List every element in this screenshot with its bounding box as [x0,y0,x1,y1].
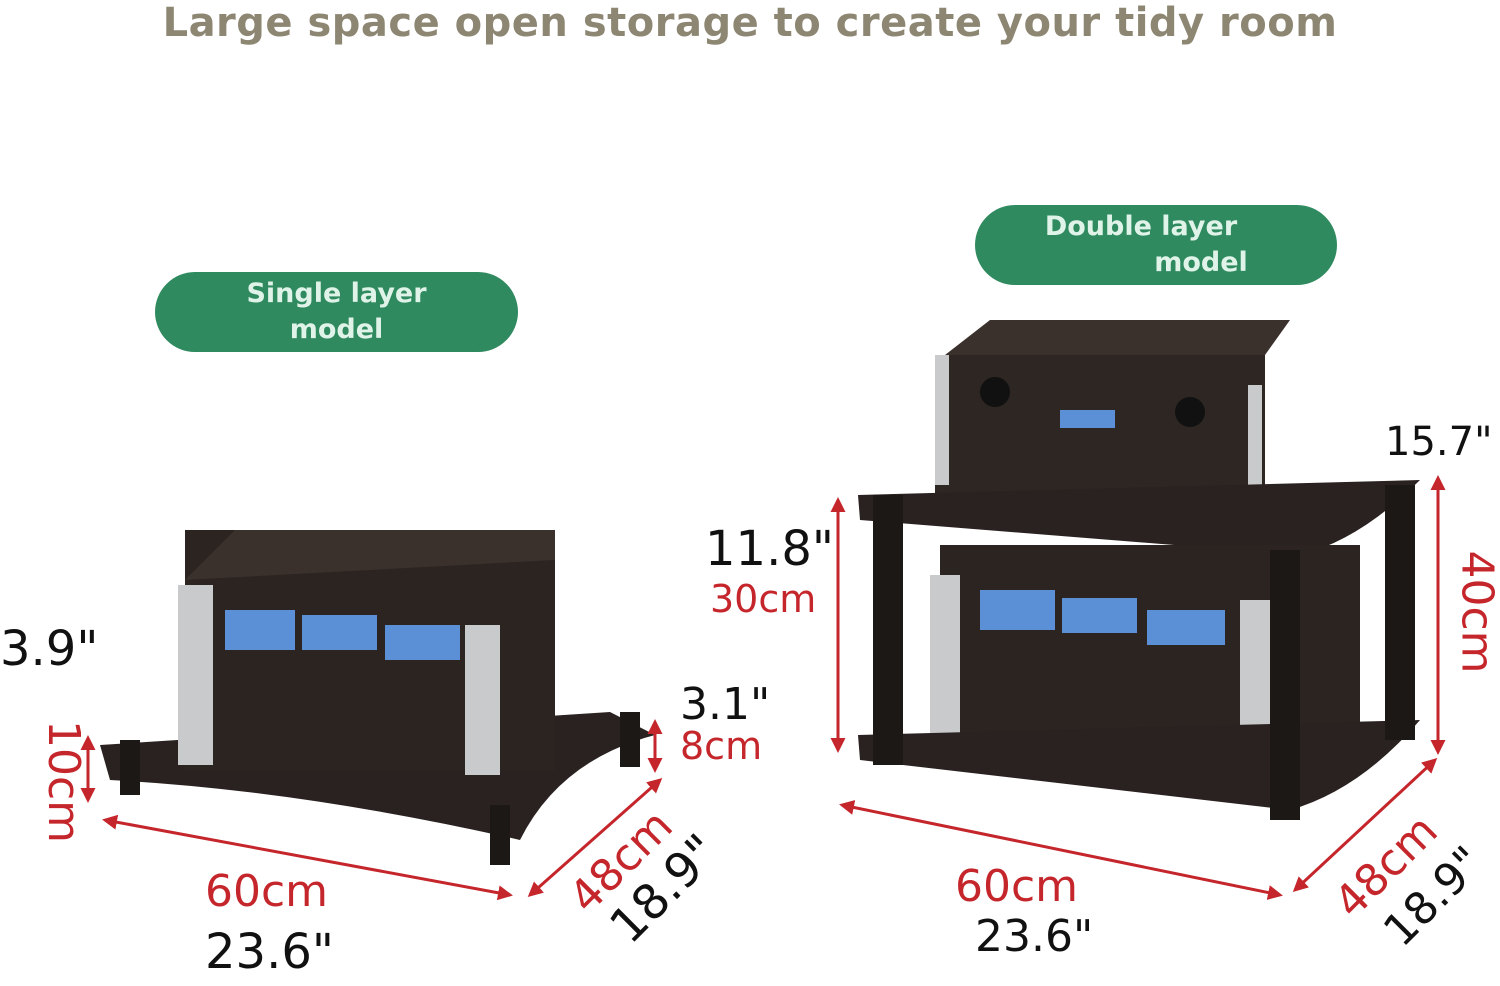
single-leg-in: 3.1" [680,679,771,730]
double-width-cm: 60cm [955,861,1079,912]
single-height-in: 3.9" [0,621,99,677]
single-width-cm: 60cm [205,866,329,917]
page-title: Large space open storage to create your … [162,0,1338,46]
double-layer-badge: Double layer model [975,205,1337,285]
double-total-in: 15.7" [1385,419,1493,465]
badge-line1: Double layer [1044,211,1238,242]
double-gap-in: 11.8" [705,521,834,577]
double-width-in: 23.6" [975,911,1094,962]
single-layer-badge: Single layer model [155,272,518,352]
badge-line2: model [289,314,384,345]
double-gap-cm: 30cm [710,577,817,621]
dimension-arrows [80,475,1446,901]
single-leg-cm: 8cm [680,724,763,768]
double-layer-stand [858,320,1420,820]
single-width-in: 23.6" [205,924,334,980]
double-total-cm: 40cm [1451,550,1500,674]
single-layer-stand [100,530,655,865]
badge-line2: model [1154,247,1248,278]
single-height-cm: 10cm [38,720,89,844]
badge-line1: Single layer [246,278,427,309]
